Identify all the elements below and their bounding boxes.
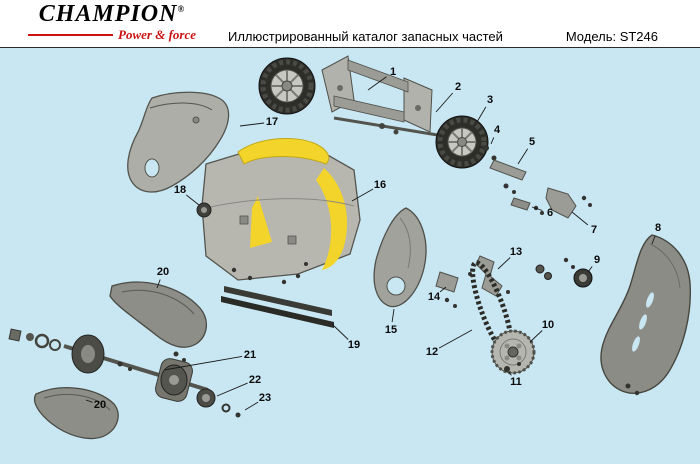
part-10-sprocket	[490, 329, 536, 375]
page-title: Иллюстрированный каталог запасных частей	[228, 29, 503, 44]
svg-text:23: 23	[259, 392, 271, 404]
svg-text:15: 15	[385, 324, 397, 336]
champion-logo: CHAMPION® Power & force	[28, 2, 196, 43]
part-18-ring	[196, 202, 212, 218]
housing-hardware	[231, 262, 308, 285]
svg-text:3: 3	[487, 94, 493, 106]
part-9-bearing	[535, 257, 593, 288]
logo-brand-text: CHAMPION®	[28, 2, 196, 26]
part-15-side-cover	[373, 207, 427, 308]
callout-10: 10	[529, 319, 554, 343]
part-20-auger-blade-upper	[109, 281, 207, 362]
wheel-left	[258, 57, 316, 115]
part-23-fasteners	[221, 403, 241, 418]
svg-text:16: 16	[374, 179, 386, 191]
callout-15: 15	[385, 308, 397, 336]
part-11-bolt	[504, 362, 521, 372]
svg-text:21: 21	[244, 349, 256, 361]
svg-text:6: 6	[547, 207, 553, 219]
callout-5: 5	[517, 136, 535, 165]
header: CHAMPION® Power & force Иллюстрированный…	[0, 0, 700, 48]
part-7-bracket	[545, 187, 592, 219]
callout-11: 11	[508, 371, 522, 388]
callout-13: 13	[497, 246, 522, 270]
callout-7: 7	[571, 211, 597, 236]
model-label: Модель: ST246	[565, 29, 658, 44]
svg-text:5: 5	[529, 136, 535, 148]
registered-mark: ®	[177, 4, 186, 14]
brand-name: CHAMPION	[38, 1, 178, 27]
callout-3: 3	[476, 94, 493, 123]
part-19-scraper-bar	[221, 286, 334, 328]
svg-text:17: 17	[266, 116, 278, 128]
svg-text:11: 11	[510, 376, 522, 388]
logo-tagline: Power & force	[28, 27, 196, 43]
callout-22: 22	[216, 374, 261, 397]
callout-8: 8	[651, 222, 661, 245]
part-20-auger-blade-lower	[33, 387, 119, 440]
callout-2: 2	[435, 81, 461, 113]
part-3-wheel-right	[435, 115, 489, 169]
callout-6: 6	[531, 206, 553, 219]
svg-text:20: 20	[157, 266, 169, 278]
part-6-spacer	[510, 197, 544, 215]
svg-text:2: 2	[455, 81, 461, 93]
callout-23: 23	[244, 392, 271, 411]
callout-18: 18	[174, 184, 200, 206]
callout-21: 21	[163, 349, 256, 371]
svg-text:22: 22	[249, 374, 261, 386]
callout-9: 9	[587, 254, 600, 273]
part-16-auger-housing	[201, 137, 361, 281]
svg-text:1: 1	[390, 66, 396, 78]
callout-14: 14	[428, 286, 447, 303]
svg-text:9: 9	[594, 254, 600, 266]
part-22-hub	[196, 388, 216, 408]
part-8-side-panel	[600, 234, 692, 396]
svg-text:10: 10	[542, 319, 554, 331]
callout-20: 20	[85, 399, 106, 411]
part-17-side-shroud	[127, 91, 230, 193]
tagline-text: Power & force	[118, 27, 196, 42]
svg-text:4: 4	[494, 124, 501, 136]
svg-text:13: 13	[510, 246, 522, 258]
svg-text:14: 14	[428, 291, 441, 303]
svg-text:20: 20	[94, 399, 106, 411]
callout-1: 1	[367, 66, 396, 91]
svg-text:7: 7	[591, 224, 597, 236]
part-14-bracket	[435, 271, 459, 308]
part-5-lever	[489, 159, 527, 194]
callout-4: 4	[490, 124, 501, 145]
callout-16: 16	[351, 179, 386, 202]
svg-text:19: 19	[348, 339, 360, 351]
callout-19: 19	[332, 324, 360, 351]
part-21-auger-shaft	[8, 328, 209, 402]
svg-text:18: 18	[174, 184, 186, 196]
svg-text:8: 8	[655, 222, 661, 234]
callout-12: 12	[426, 329, 473, 358]
svg-text:12: 12	[426, 346, 438, 358]
callout-17: 17	[239, 116, 278, 128]
callout-20: 20	[156, 266, 169, 289]
part-1-frame	[321, 55, 433, 133]
